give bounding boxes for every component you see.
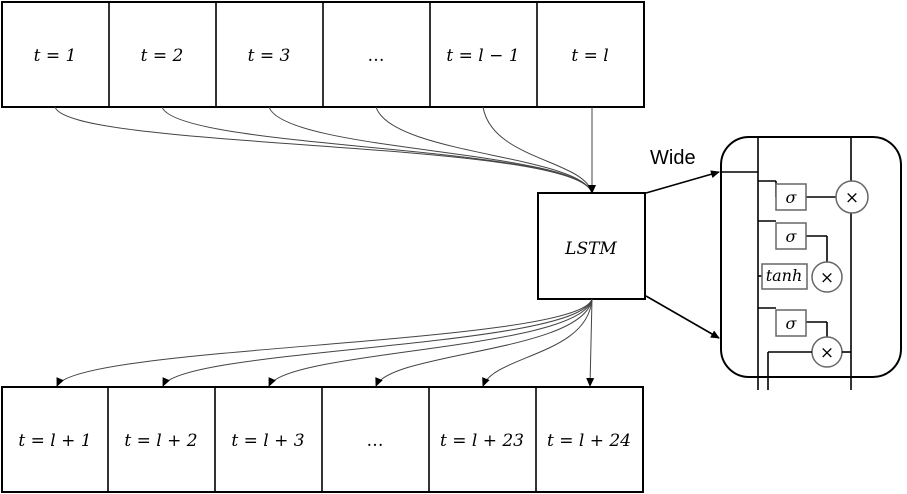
forget-sigma-text: σ [786,188,798,207]
output-step-l-plus-23: t = l + 23 [440,431,524,451]
output-step-l-plus-3: t = l + 3 [231,431,304,451]
output-step-ellipsis: … [367,431,384,451]
tanh-text: tanh [766,266,803,285]
input-step-2: t = 2 [141,46,184,66]
input-multiply-icon [811,261,843,293]
input-step-l-minus-1: t = l − 1 [446,46,519,66]
zoom-arrow-top [645,170,720,194]
input-gate-sigma [775,222,807,250]
forget-multiply-icon [835,180,869,214]
output-sequence: t = l + 1 t = l + 2 t = l + 3 … t = l + … [1,386,644,493]
candidate-tanh [761,263,808,290]
lstm-cell-detail: σ × σ tanh × σ × [720,136,902,390]
output-gate-sigma [775,309,807,337]
input-step-ellipsis: … [368,46,385,66]
input-connectors [54,106,596,194]
output-times-text: × [820,343,834,363]
forget-times-text: × [845,188,859,208]
input-step-1: t = 1 [34,46,77,66]
output-step-l-plus-1: t = l + 1 [18,431,91,451]
input-step-3: t = 3 [248,46,291,66]
output-step-l-plus-24: t = l + 24 [547,431,631,451]
input-step-l: t = l [571,46,608,66]
cell-frame [720,136,902,378]
zoom-arrow-bottom [645,295,720,339]
forget-gate-sigma [775,183,807,211]
output-sigma-text: σ [786,314,798,333]
output-step-l-plus-2: t = l + 2 [124,431,197,451]
wide-label: Wide [650,147,696,169]
input-sigma-text: σ [786,227,798,246]
input-times-text: × [820,268,834,288]
input-sequence: t = 1 t = 2 t = 3 … t = l − 1 t = l [1,1,645,108]
output-connectors [56,298,595,387]
lstm-label: LSTM [564,239,617,259]
